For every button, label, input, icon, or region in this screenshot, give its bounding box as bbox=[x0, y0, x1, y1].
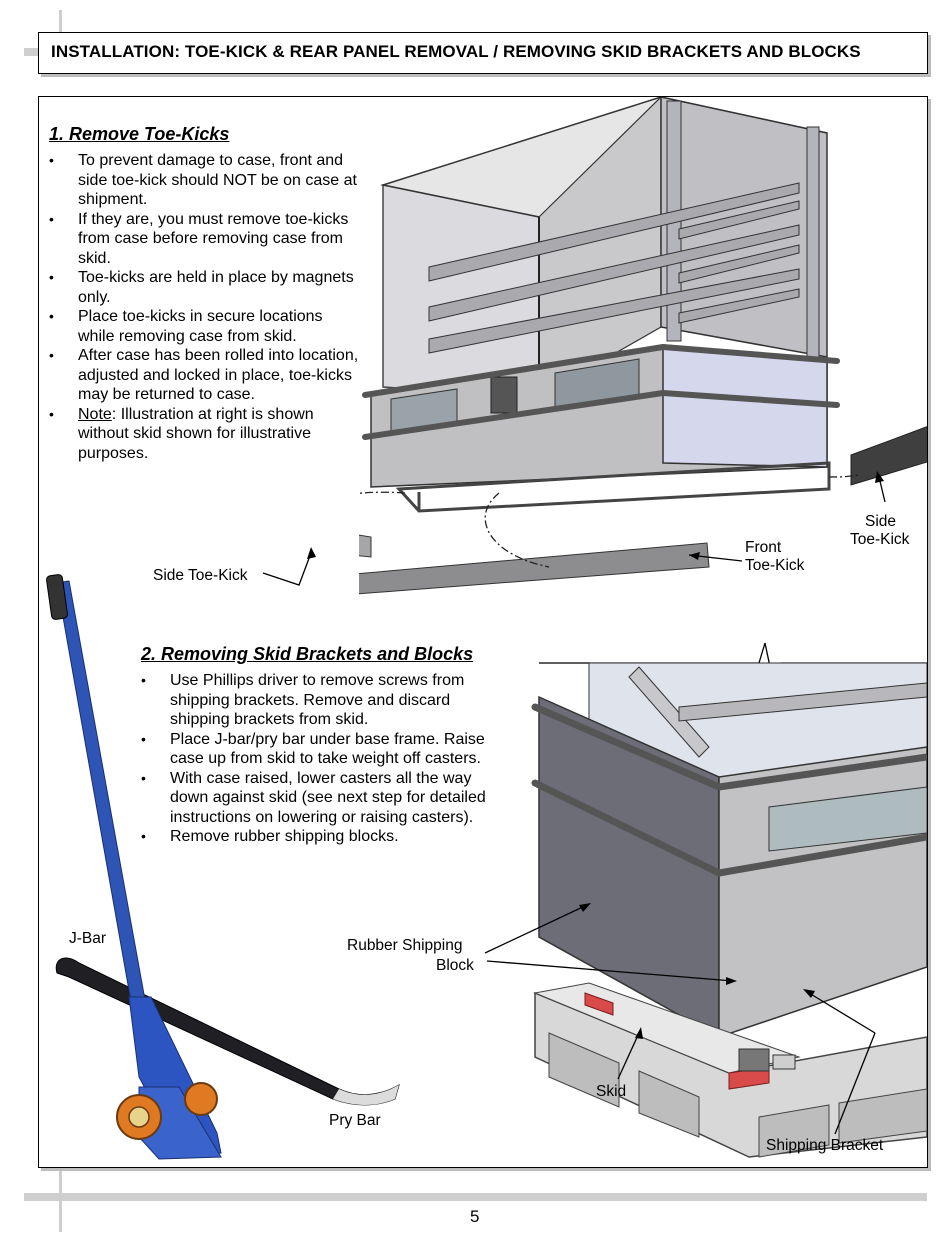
side-toe-kick-right-label-line2: Toe-Kick bbox=[850, 531, 910, 548]
j-bar-illustration bbox=[46, 574, 400, 1160]
top-rail bbox=[24, 48, 38, 56]
skid-illustration bbox=[531, 642, 927, 1158]
side-toe-kick-right-label-line1: Side bbox=[865, 513, 897, 530]
main-panel: 1. Remove Toe-Kicks To prevent damage to… bbox=[38, 96, 928, 1168]
front-toe-kick-label-line1: Front bbox=[745, 539, 782, 556]
bottom-rail bbox=[24, 1193, 927, 1201]
side-toe-kick-left-leader bbox=[262, 471, 886, 586]
section-2-bullets: Use Phillips driver to remove screws fro… bbox=[141, 671, 506, 847]
list-item: If they are, you must remove toe-kicks f… bbox=[49, 210, 359, 269]
list-item: Remove rubber shipping blocks. bbox=[141, 827, 506, 847]
list-item: Place toe-kicks in secure locations whil… bbox=[49, 307, 359, 346]
page-number: 5 bbox=[470, 1207, 480, 1226]
side-toe-kick-left-label: Side Toe-Kick bbox=[153, 567, 248, 584]
shipping-bracket-label: Shipping Bracket bbox=[766, 1137, 884, 1154]
front-toe-kick-label-line2: Toe-Kick bbox=[745, 557, 805, 574]
header-box: INSTALLATION: TOE-KICK & REAR PANEL REMO… bbox=[38, 32, 928, 74]
display-case-illustration bbox=[359, 97, 927, 595]
bottom-left-rail bbox=[59, 1166, 62, 1232]
j-bar-label: J-Bar bbox=[69, 930, 107, 947]
rubber-block-label-line1: Rubber Shipping bbox=[347, 937, 463, 954]
pry-bar-label: Pry Bar bbox=[329, 1112, 381, 1129]
note-text: : Illustration at right is shown without… bbox=[78, 405, 314, 462]
list-item: With case raised, lower casters all the … bbox=[141, 769, 506, 828]
skid-label: Skid bbox=[596, 1083, 627, 1100]
section-2-title: 2. Removing Skid Brackets and Blocks bbox=[141, 644, 474, 664]
note-label: Note bbox=[78, 405, 112, 423]
rubber-block-label-line2: Block bbox=[436, 957, 474, 974]
list-item: Toe-kicks are held in place by magnets o… bbox=[49, 268, 359, 307]
section-1-title: 1. Remove Toe-Kicks bbox=[49, 124, 230, 144]
list-item: After case has been rolled into location… bbox=[49, 346, 359, 405]
list-item: To prevent damage to case, front and sid… bbox=[49, 151, 359, 210]
page-title: INSTALLATION: TOE-KICK & REAR PANEL REMO… bbox=[51, 42, 861, 61]
list-item-note: Note: Illustration at right is shown wit… bbox=[49, 405, 359, 464]
section-1-bullets: To prevent damage to case, front and sid… bbox=[49, 151, 359, 463]
list-item: Place J-bar/pry bar under base frame. Ra… bbox=[141, 730, 506, 769]
left-rail bbox=[59, 10, 62, 34]
list-item: Use Phillips driver to remove screws fro… bbox=[141, 671, 506, 730]
section-2-leaders bbox=[484, 903, 876, 1135]
